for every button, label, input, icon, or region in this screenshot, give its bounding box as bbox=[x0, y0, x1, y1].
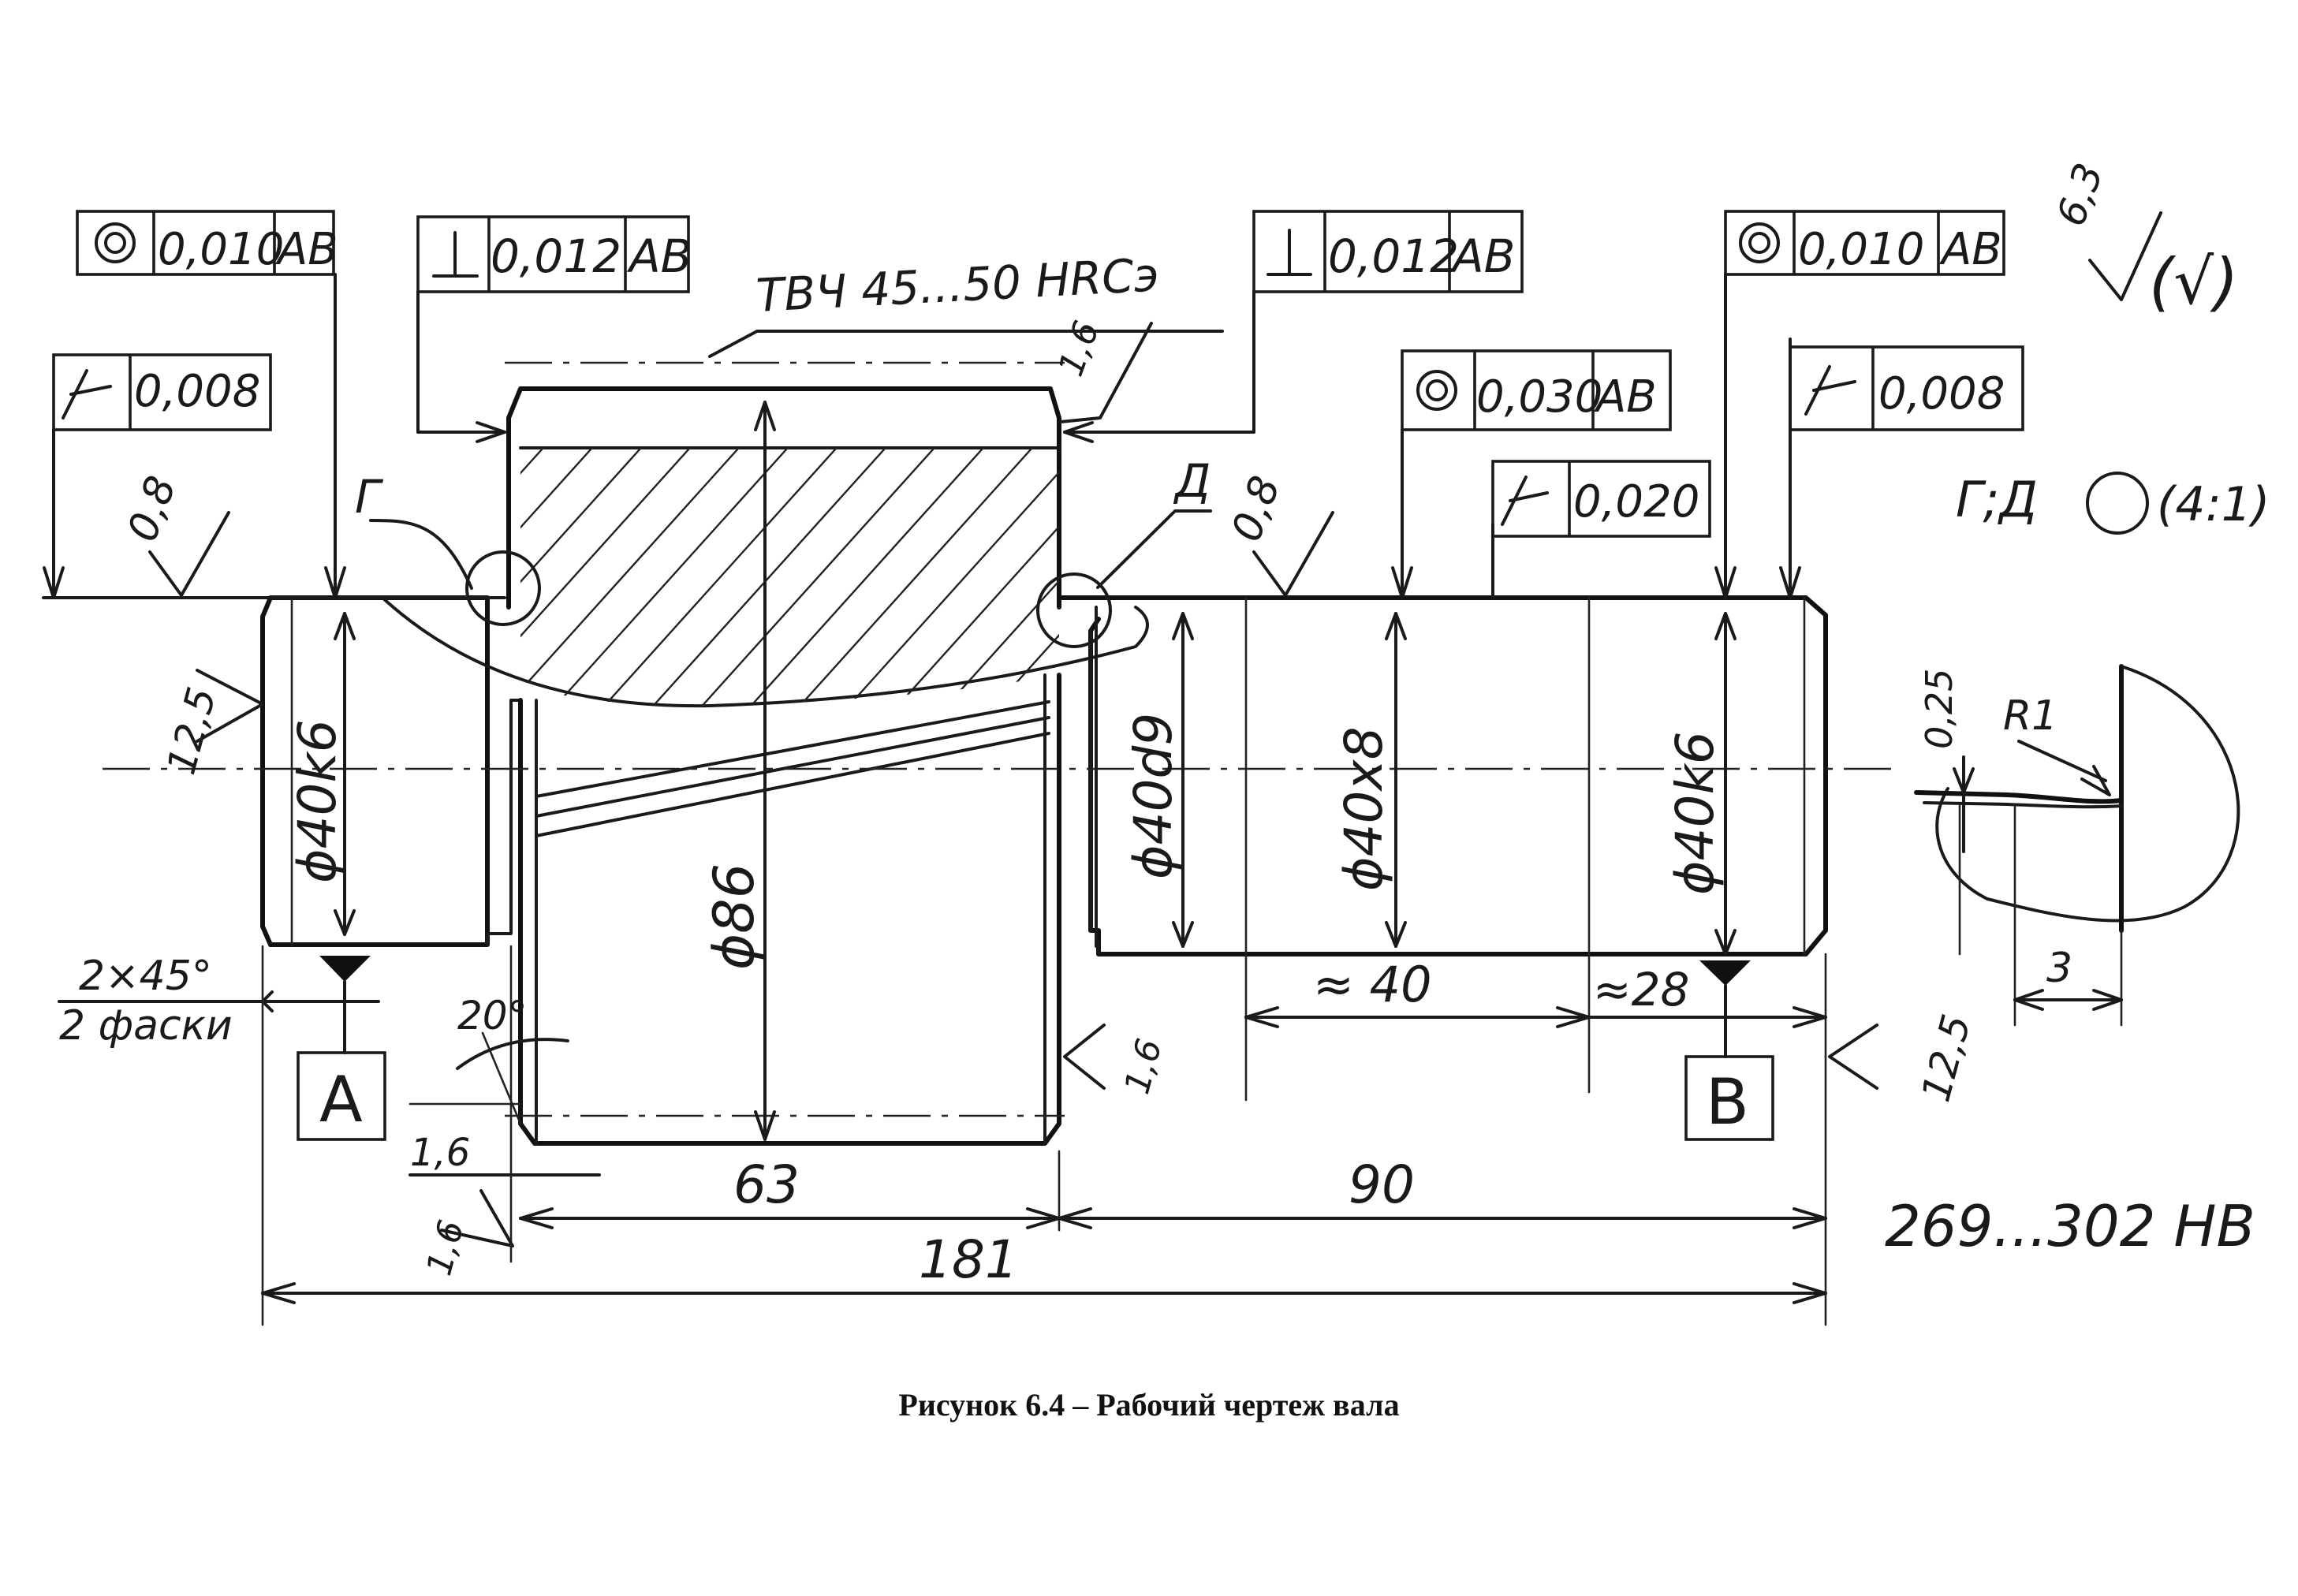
section-hatching bbox=[381, 394, 1618, 789]
datum-b-box: B bbox=[1684, 1055, 1774, 1141]
roughness-r3: 1,6 bbox=[1050, 316, 1107, 382]
dim-63: 63 bbox=[733, 1154, 800, 1215]
hatch-line bbox=[871, 448, 1059, 706]
hatch-line bbox=[1263, 394, 1618, 789]
fcf1-datum: AB bbox=[275, 224, 338, 275]
fcf1-value: 0,010 bbox=[158, 224, 284, 275]
hatch-line bbox=[676, 448, 1032, 706]
hatch-line bbox=[774, 448, 1059, 706]
datum-triangle-b bbox=[1699, 960, 1751, 986]
datum-a-box: A bbox=[297, 1051, 386, 1141]
diameter-d1: ϕ40k6 bbox=[287, 719, 348, 883]
fcf7-value: 0,008 bbox=[1878, 368, 2005, 420]
groove-width: 3 bbox=[2046, 945, 2072, 992]
roughness-r7: 1,6 bbox=[419, 1216, 472, 1280]
detail-view-letters: Г;Д bbox=[1956, 471, 2038, 528]
datum-b-label: B bbox=[1706, 1065, 1749, 1139]
detail-view-scale: (4:1) bbox=[2157, 477, 2270, 532]
detail-view-note: Г;Д (4:1) bbox=[1956, 471, 2270, 535]
roughness-r4: 12,5 bbox=[159, 683, 226, 780]
perpendicularity-icon bbox=[1267, 229, 1312, 276]
roughness-r6: 1,6 bbox=[410, 1131, 470, 1175]
fcf5-value: 0,008 bbox=[134, 366, 260, 417]
concentricity-icon bbox=[1739, 222, 1780, 263]
detail-g-circle bbox=[465, 550, 541, 626]
length-dims: 63 90 181 ≈ 40 ≈28 20° bbox=[261, 945, 1827, 1326]
general-roughness: 6,3 (√) bbox=[2048, 158, 2239, 319]
groove-radius: R1 bbox=[2003, 692, 2057, 740]
roughness-icon bbox=[2088, 211, 2162, 301]
datum-triangle-a bbox=[319, 956, 371, 982]
roughness-r1: 0,8 bbox=[119, 470, 186, 547]
diameter-d5: ϕ40k6 bbox=[1665, 731, 1725, 895]
fcf-concentricity-right: 0,010 AB bbox=[1724, 210, 2005, 276]
detail-d-label: Д bbox=[1173, 454, 1211, 508]
detail-circle-icon bbox=[2086, 472, 2149, 535]
diameter-d2: ϕ86 bbox=[702, 863, 767, 970]
diameter-d4: ϕ40x8 bbox=[1334, 726, 1394, 891]
concentricity-icon bbox=[95, 222, 136, 263]
hatch-line bbox=[520, 448, 641, 706]
fcf6-value: 0,030 bbox=[1476, 371, 1602, 423]
figure-caption: Рисунок 6.4 – Рабочий чертеж вала bbox=[898, 1387, 1400, 1423]
perpendicularity-icon bbox=[432, 231, 479, 278]
hatch-line bbox=[578, 448, 934, 706]
fcf8-value: 0,020 bbox=[1573, 476, 1699, 528]
diameter-d3: ϕ40d9 bbox=[1123, 713, 1184, 879]
hatch-line bbox=[823, 448, 1059, 706]
groove-depth: 0,25 bbox=[1918, 669, 1960, 749]
hardening-note: ТВЧ 45...50 HRCэ bbox=[755, 248, 1160, 323]
fcf3-datum: AB bbox=[1449, 229, 1515, 283]
shaft-outline bbox=[260, 386, 1828, 1146]
concentricity-icon bbox=[1416, 370, 1457, 411]
leaders bbox=[42, 273, 1801, 599]
fcf2-datum: AB bbox=[626, 229, 692, 283]
fcf-runout-left: 0,008 bbox=[52, 353, 272, 431]
hatch-line bbox=[725, 448, 1059, 706]
radial-runout-icon bbox=[62, 369, 112, 420]
hatch-line bbox=[520, 448, 592, 706]
dim-181: 181 bbox=[919, 1229, 1018, 1290]
hardness-note: 269...302 НВ bbox=[1885, 1193, 2255, 1259]
fcf-concentricity-left: 0,010 AB bbox=[76, 210, 338, 276]
hatch-line bbox=[1018, 448, 1059, 706]
detail-d-circle bbox=[1036, 572, 1112, 648]
hatch-line bbox=[520, 448, 788, 706]
chamfer-size: 2×45° bbox=[79, 953, 212, 1000]
fcf-perpendicularity-right: 0,012 AB bbox=[1252, 210, 1524, 293]
general-roughness-value: 6,3 bbox=[2048, 158, 2113, 233]
fcf2-value: 0,012 bbox=[491, 229, 621, 283]
dim-28: ≈28 bbox=[1593, 963, 1689, 1016]
chamfer-count: 2 фаски bbox=[59, 1002, 233, 1050]
hatch-line bbox=[520, 448, 739, 706]
fcf4-value: 0,010 bbox=[1798, 224, 1924, 275]
dim-90: 90 bbox=[1349, 1154, 1415, 1215]
fcf6-datum: AB bbox=[1594, 371, 1657, 423]
roughness-r5: 1,6 bbox=[1117, 1035, 1170, 1098]
roughness-r2: 0,8 bbox=[1223, 470, 1290, 547]
hatch-line bbox=[520, 448, 690, 706]
dim-angle: 20° bbox=[457, 993, 528, 1039]
radial-runout-icon bbox=[1501, 475, 1549, 526]
hatch-line bbox=[529, 448, 886, 706]
hatch-line bbox=[627, 448, 983, 706]
fcf-concentricity-mid: 0,030 AB bbox=[1401, 349, 1672, 431]
radial-runout-icon bbox=[1804, 365, 1856, 416]
fcf-runout-mid: 0,020 bbox=[1491, 460, 1711, 538]
detail-g-label: Г bbox=[355, 470, 384, 524]
fcf-perpendicularity-left: 0,012 AB bbox=[416, 215, 692, 293]
dim-40: ≈ 40 bbox=[1313, 956, 1432, 1013]
roughness-r8: 12,5 bbox=[1913, 1010, 1980, 1107]
chamfer-note: 2×45° 2 фаски bbox=[58, 953, 380, 1050]
fcf-runout-right: 0,008 bbox=[1789, 345, 2024, 431]
fcf3-value: 0,012 bbox=[1328, 229, 1459, 283]
datum-a-label: A bbox=[319, 1063, 363, 1136]
hatch-line bbox=[520, 448, 837, 706]
fcf4-datum: AB bbox=[1939, 224, 2002, 275]
hatch-line bbox=[920, 448, 1059, 706]
diameter-dims: ϕ40k6 ϕ86 ϕ40d9 ϕ40x8 ϕ40k6 bbox=[287, 401, 1737, 1141]
general-roughness-paren: (√) bbox=[2149, 245, 2238, 319]
groove-detail: 3 0,25 R1 bbox=[1914, 664, 2240, 1027]
